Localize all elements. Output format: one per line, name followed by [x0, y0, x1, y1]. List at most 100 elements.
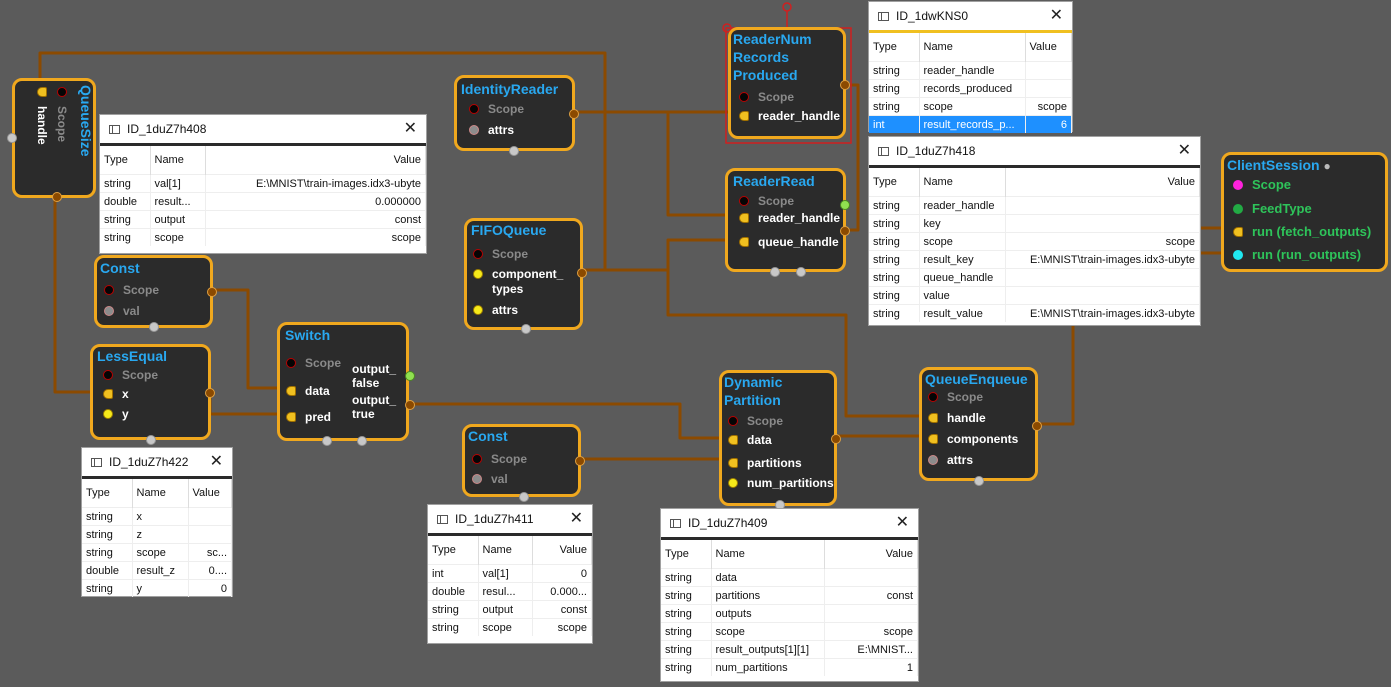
output-pin[interactable] [569, 109, 579, 119]
output-pin[interactable] [205, 388, 215, 398]
port-num-partitions[interactable]: num_partitions [728, 476, 834, 490]
port-y[interactable]: y [103, 407, 129, 421]
port-scope[interactable]: Scope [739, 90, 794, 104]
port-pred[interactable]: pred [286, 410, 331, 424]
port-reader-handle[interactable]: reader_handle [739, 211, 840, 225]
port-scope[interactable]: Scope [469, 102, 524, 116]
input-pin[interactable] [7, 133, 17, 143]
const-node-2[interactable]: Const Scope val [462, 424, 585, 502]
port-scope[interactable]: Scope [728, 414, 783, 428]
queue-size-node[interactable]: QueueSize Scope handle [7, 78, 96, 202]
bottom-pin[interactable] [974, 476, 984, 486]
close-icon[interactable]: ✕ [1049, 7, 1063, 24]
port-run-run-outputs[interactable]: run (run_outputs) [1233, 247, 1361, 262]
port-feedtype[interactable]: FeedType [1233, 201, 1312, 216]
port-handle[interactable]: handle [35, 87, 49, 145]
port-data[interactable]: data [728, 433, 772, 447]
output-true-pin[interactable] [405, 400, 415, 410]
port-attrs[interactable]: attrs [469, 123, 514, 137]
port-partitions[interactable]: partitions [728, 456, 802, 470]
close-icon[interactable]: ✕ [1177, 142, 1191, 159]
port-scope[interactable]: Scope [739, 194, 794, 208]
port-scope[interactable]: Scope [473, 247, 528, 261]
close-icon[interactable]: ✕ [569, 510, 583, 527]
dynamic-partition-node[interactable]: Dynamic Partition Scope data partitions … [719, 370, 841, 510]
bottom-pin[interactable] [146, 435, 156, 445]
bottom-pin[interactable] [521, 324, 531, 334]
output-pin[interactable] [52, 192, 62, 202]
reader-read-node[interactable]: ReaderRead Scope reader_handle queue_han… [725, 168, 850, 277]
output-pin[interactable] [575, 456, 585, 466]
port-scope[interactable]: Scope [286, 356, 341, 370]
bottom-pin[interactable] [149, 322, 159, 332]
bottom-pin[interactable] [770, 267, 780, 277]
port-data[interactable]: data [286, 384, 330, 398]
output-pin[interactable] [207, 287, 217, 297]
identity-reader-node[interactable]: IdentityReader Scope attrs [454, 75, 579, 156]
output-pin[interactable] [840, 80, 850, 90]
port-x[interactable]: x [103, 387, 129, 401]
port-scope[interactable]: Scope [104, 283, 159, 297]
output-pin-value[interactable] [840, 226, 850, 236]
output-pin[interactable] [1032, 421, 1042, 431]
reader-num-records-produced-node[interactable]: ReaderNum Records Produced Scope reader_… [728, 27, 850, 139]
port-scope[interactable]: Scope [928, 390, 983, 404]
output-false-pin[interactable] [405, 371, 415, 381]
bottom-pin[interactable] [519, 492, 529, 502]
port-handle[interactable]: handle [928, 411, 986, 425]
bottom-pin-2[interactable] [357, 436, 367, 446]
const-node-1[interactable]: Const Scope val [94, 255, 217, 332]
port-reader-handle[interactable]: reader_handle [739, 109, 840, 123]
close-icon[interactable]: ✕ [895, 514, 909, 531]
switch-node[interactable]: Switch Scope data pred output_ false out… [277, 322, 415, 446]
port-run-fetch-outputs[interactable]: run (fetch_outputs) [1233, 224, 1371, 239]
port-scope[interactable]: Scope [472, 452, 527, 466]
output-pin[interactable] [831, 434, 841, 444]
queue-enqueue-node[interactable]: QueueEnqueue Scope handle components att… [919, 367, 1042, 486]
port-queue-handle[interactable]: queue_handle [739, 235, 839, 249]
bottom-pin[interactable] [322, 436, 332, 446]
port-attrs[interactable]: attrs [928, 453, 973, 467]
bottom-pin-2[interactable] [796, 267, 806, 277]
port-components[interactable]: components [928, 432, 1018, 446]
port-val[interactable]: val [104, 304, 140, 318]
output-pin-key[interactable] [840, 200, 850, 210]
bottom-pin[interactable] [509, 146, 519, 156]
port-val[interactable]: val [472, 472, 508, 486]
port-component-types[interactable]: component_ [473, 267, 563, 281]
fifo-queue-node[interactable]: FIFOQueue Scope component_ types attrs [464, 218, 587, 334]
port-scope[interactable]: Scope [1233, 177, 1291, 192]
port-attrs[interactable]: attrs [473, 303, 518, 317]
